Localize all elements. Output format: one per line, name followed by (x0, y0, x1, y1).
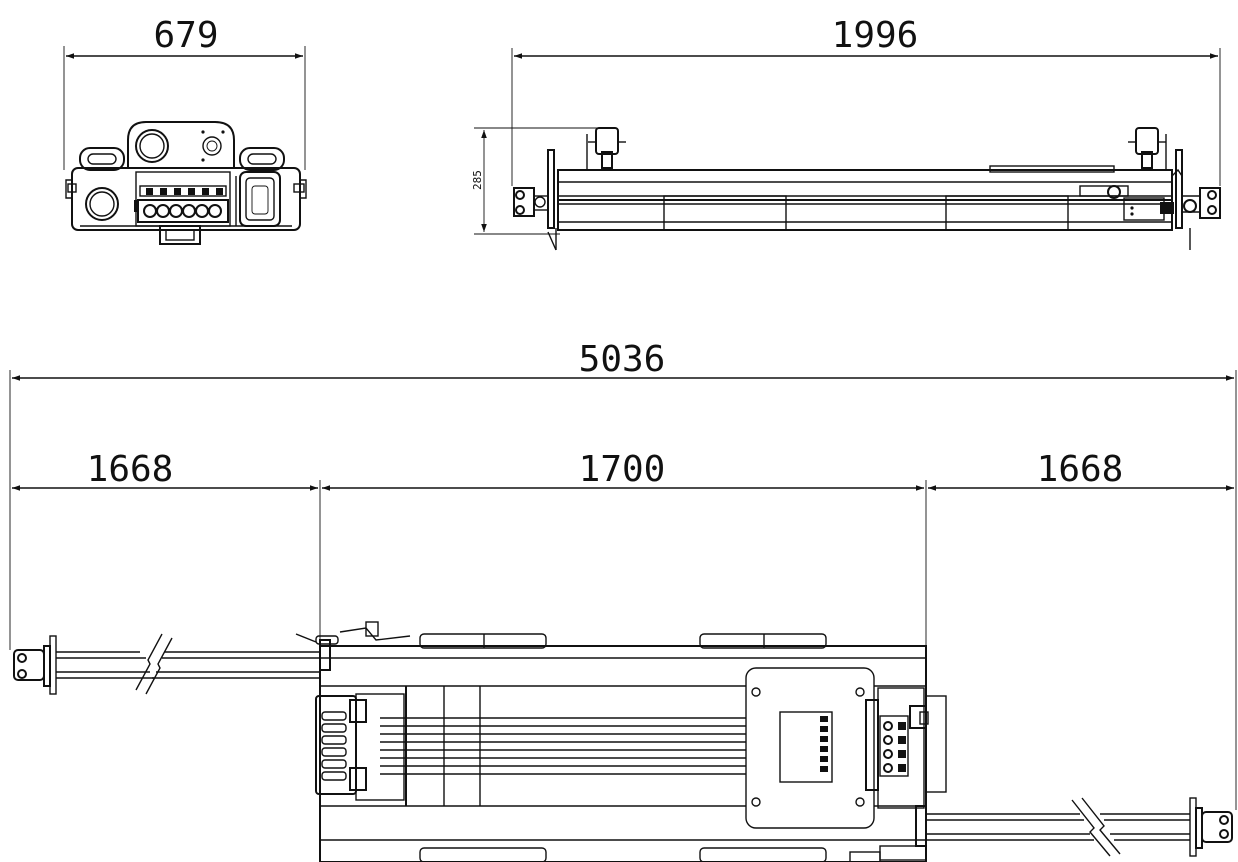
panel-terminals (820, 716, 828, 772)
side-view: 1996 285 (471, 15, 1221, 251)
dimension-text-side-height: 285 (471, 170, 484, 190)
dimension-chain: 1668 1700 1668 (12, 449, 1234, 650)
right-extension-arm (926, 797, 1233, 857)
dimension-text-left-extension: 1668 (87, 449, 174, 490)
front-view: 679 (63, 15, 307, 245)
left-extension-arm (13, 633, 320, 695)
front-view-body (65, 121, 307, 245)
dimension-text-total-length: 5036 (579, 339, 666, 380)
center-body (295, 621, 947, 862)
dimension-total-length: 5036 (9, 339, 1237, 810)
plan-view: 5036 1668 1700 1668 (9, 339, 1237, 862)
dimension-side-length: 1996 (511, 15, 1221, 186)
dimension-side-height: 285 (471, 127, 600, 235)
front-connector-row (146, 188, 223, 195)
dimension-text-front-width: 679 (153, 15, 218, 56)
dimension-front-width: 679 (63, 15, 306, 170)
dimension-text-right-extension: 1668 (1037, 449, 1124, 490)
dimension-text-center-body: 1700 (579, 449, 666, 490)
dimension-text-side-length: 1996 (832, 15, 919, 56)
